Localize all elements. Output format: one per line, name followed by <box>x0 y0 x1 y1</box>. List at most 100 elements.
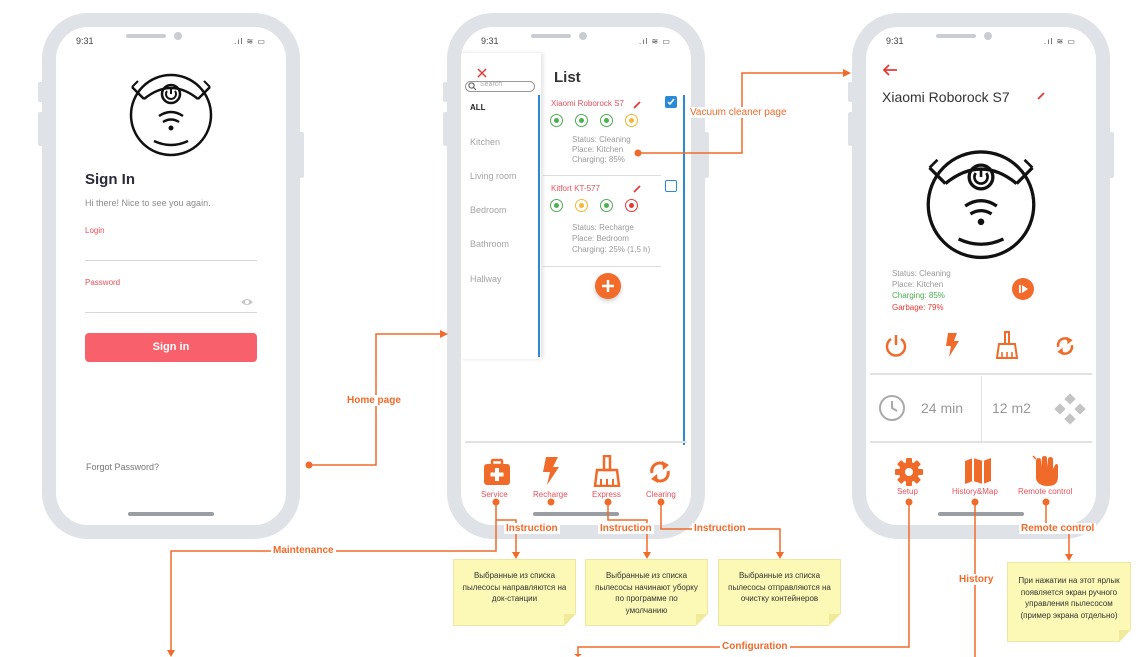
vacuum-status: Status: Cleaning <box>892 269 951 278</box>
robot-vacuum-icon <box>917 144 1045 268</box>
category-drawer <box>461 53 541 359</box>
status-icons: .ıl ≋ ▭ <box>234 37 266 46</box>
gear-icon[interactable] <box>894 457 924 487</box>
home-indicator <box>128 512 214 516</box>
login-field[interactable] <box>85 260 257 261</box>
direction-pad-icon[interactable] <box>1054 393 1086 425</box>
vacuum-item-name[interactable]: Xiaomi Roborock S7 <box>551 99 624 108</box>
edit-pencil-icon[interactable] <box>633 96 641 109</box>
annotation-remote-control: Remote control <box>1019 523 1097 534</box>
phone-side-button <box>848 112 853 146</box>
status-time: 9:31 <box>886 36 904 46</box>
divider <box>870 373 1092 375</box>
broom-icon[interactable] <box>592 454 622 488</box>
annotation-maintenance: Maintenance <box>271 545 336 556</box>
speaker-grille <box>531 34 571 38</box>
broom-icon[interactable] <box>995 331 1019 359</box>
status-icons: .ıl ≋ ▭ <box>1044 37 1076 46</box>
phone-side-button <box>299 132 304 178</box>
tab-recharge[interactable]: Recharge <box>533 490 568 499</box>
search-input[interactable]: Search <box>465 81 535 92</box>
menu-item-bathroom[interactable]: Bathroom <box>470 239 510 249</box>
cleaning-time: 24 min <box>921 400 964 416</box>
menu-item-kitchen[interactable]: Kitchen <box>470 137 501 147</box>
vacuum-item-name[interactable]: Kitfort KT-577 <box>551 184 600 193</box>
status-time: 9:31 <box>76 36 94 46</box>
phone-side-button <box>38 112 43 146</box>
tab-history-map[interactable]: History&Map <box>952 487 998 496</box>
annotation-vacuum-page: Vacuum cleaner page <box>688 107 789 118</box>
list-screen: 9:31 .ıl ≋ ▭ List Xiaomi Roborock S7 Sta… <box>461 27 691 525</box>
tab-express[interactable]: Express <box>592 490 621 499</box>
search-icon <box>468 82 477 91</box>
status-indicator <box>625 114 638 127</box>
front-camera <box>984 32 992 40</box>
vacuum-item-checkbox[interactable] <box>665 96 677 108</box>
refresh-icon[interactable] <box>1054 333 1076 359</box>
eye-icon[interactable] <box>240 294 254 305</box>
vacuum-place: Place: Kitchen <box>892 280 944 289</box>
menu-item-living-room[interactable]: Living room <box>470 171 517 181</box>
password-label: Password <box>85 278 121 287</box>
speaker-grille <box>936 34 976 38</box>
status-indicator <box>575 114 588 127</box>
forgot-password-link[interactable]: Forgot Password? <box>86 462 160 472</box>
menu-item-hallway[interactable]: Hallway <box>470 274 502 284</box>
status-indicator <box>625 199 638 212</box>
clock-icon <box>878 394 906 422</box>
page-subtitle: Hi there! Nice to see you again. <box>85 198 211 208</box>
hand-icon[interactable] <box>1032 455 1060 487</box>
vacuum-item-status: Status: Cleaning <box>572 135 631 144</box>
robot-vacuum-icon <box>124 69 218 163</box>
annotation-home-page: Home page <box>345 395 403 406</box>
annotation-history: History <box>957 574 996 585</box>
menu-item-bedroom[interactable]: Bedroom <box>470 205 507 215</box>
play-button[interactable] <box>1012 278 1034 300</box>
sign-in-button[interactable]: Sign in <box>85 333 257 362</box>
password-field[interactable] <box>85 312 257 313</box>
annotation-instruction-2: Instruction <box>598 523 654 534</box>
refresh-icon[interactable] <box>647 457 673 487</box>
plus-icon <box>602 280 614 292</box>
close-icon[interactable] <box>477 65 487 78</box>
stat-divider <box>981 376 982 441</box>
item-divider <box>543 175 661 176</box>
vacuum-item-charging: Charging: 85% <box>572 155 625 164</box>
tab-service[interactable]: Service <box>481 490 508 499</box>
phone-side-button <box>443 82 448 102</box>
home-indicator <box>533 512 619 516</box>
vacuum-garbage: Garbage: 79% <box>892 303 944 312</box>
first-aid-kit-icon[interactable] <box>482 457 512 487</box>
status-time: 9:31 <box>481 36 499 46</box>
back-arrow-icon[interactable] <box>882 63 898 76</box>
page-title: Sign In <box>85 171 135 188</box>
item-divider <box>543 266 661 267</box>
vacuum-item-status: Status: Recharge <box>572 223 634 232</box>
tab-setup[interactable]: Setup <box>897 487 918 496</box>
lightning-icon[interactable] <box>944 332 960 358</box>
list-title: List <box>554 69 581 86</box>
home-indicator <box>938 512 1024 516</box>
status-icons: .ıl ≋ ▭ <box>639 37 671 46</box>
login-label: Login <box>85 226 105 235</box>
map-icon[interactable] <box>963 457 993 485</box>
sticky-note-service: Выбранные из списка пылесосы направляютс… <box>453 559 576 626</box>
menu-item-all[interactable]: ALL <box>470 103 486 112</box>
tab-clearing[interactable]: Clearing <box>646 490 676 499</box>
power-icon[interactable] <box>884 333 908 357</box>
edit-pencil-icon[interactable] <box>633 180 641 193</box>
tab-remote-control[interactable]: Remote control <box>1018 487 1073 496</box>
sticky-note-remote-control: При нажатии на этот ярлык появляется экр… <box>1007 562 1131 642</box>
phone-side-button <box>38 82 43 102</box>
add-vacuum-button[interactable] <box>595 273 621 299</box>
vacuum-item-checkbox[interactable] <box>665 180 677 192</box>
status-indicator <box>600 114 613 127</box>
list-scrollbar[interactable] <box>683 95 685 445</box>
drawer-edge <box>538 95 540 357</box>
edit-pencil-icon[interactable] <box>1037 87 1045 100</box>
annotation-configuration: Configuration <box>720 641 790 652</box>
lightning-icon[interactable] <box>540 456 562 486</box>
phone-side-button <box>848 82 853 102</box>
search-placeholder: Search <box>480 81 503 88</box>
